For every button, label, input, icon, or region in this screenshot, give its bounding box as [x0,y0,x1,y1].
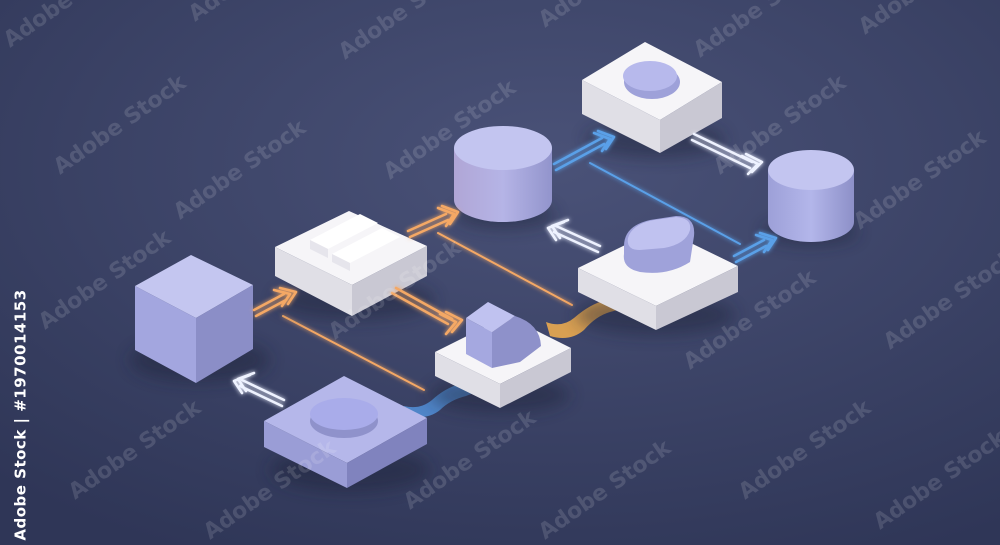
chevron-arrow-icon [690,132,764,176]
stepped-block [275,211,427,316]
stock-id-text: Adobe Stock | #1970014153 [12,289,31,541]
plinth-with-arch [435,302,571,408]
chevron-arrow-icon [732,231,778,264]
chevron-arrow-icon [232,371,286,408]
stock-id-label: Adobe Stock | #1970014153 [6,289,36,540]
chevron-arrow-icon [546,218,602,254]
cylinder-icon [768,150,854,242]
chevron-arrow-icon [252,286,298,318]
chevron-arrow-icon [552,129,616,172]
orange-connector-line [282,315,425,391]
isometric-box-icon [135,255,253,383]
plinth-with-pebble [582,42,722,153]
cylinder-icon [454,126,552,222]
chevron-arrow-icon [390,286,464,336]
plinth-with-capsule [578,216,738,330]
plinth-with-disc [264,376,427,488]
flow-arrows [232,129,778,408]
chevron-arrow-icon [406,204,460,239]
blue-connector-line [589,162,741,245]
connector-lines [282,162,741,391]
orange-connector-line [437,232,573,306]
